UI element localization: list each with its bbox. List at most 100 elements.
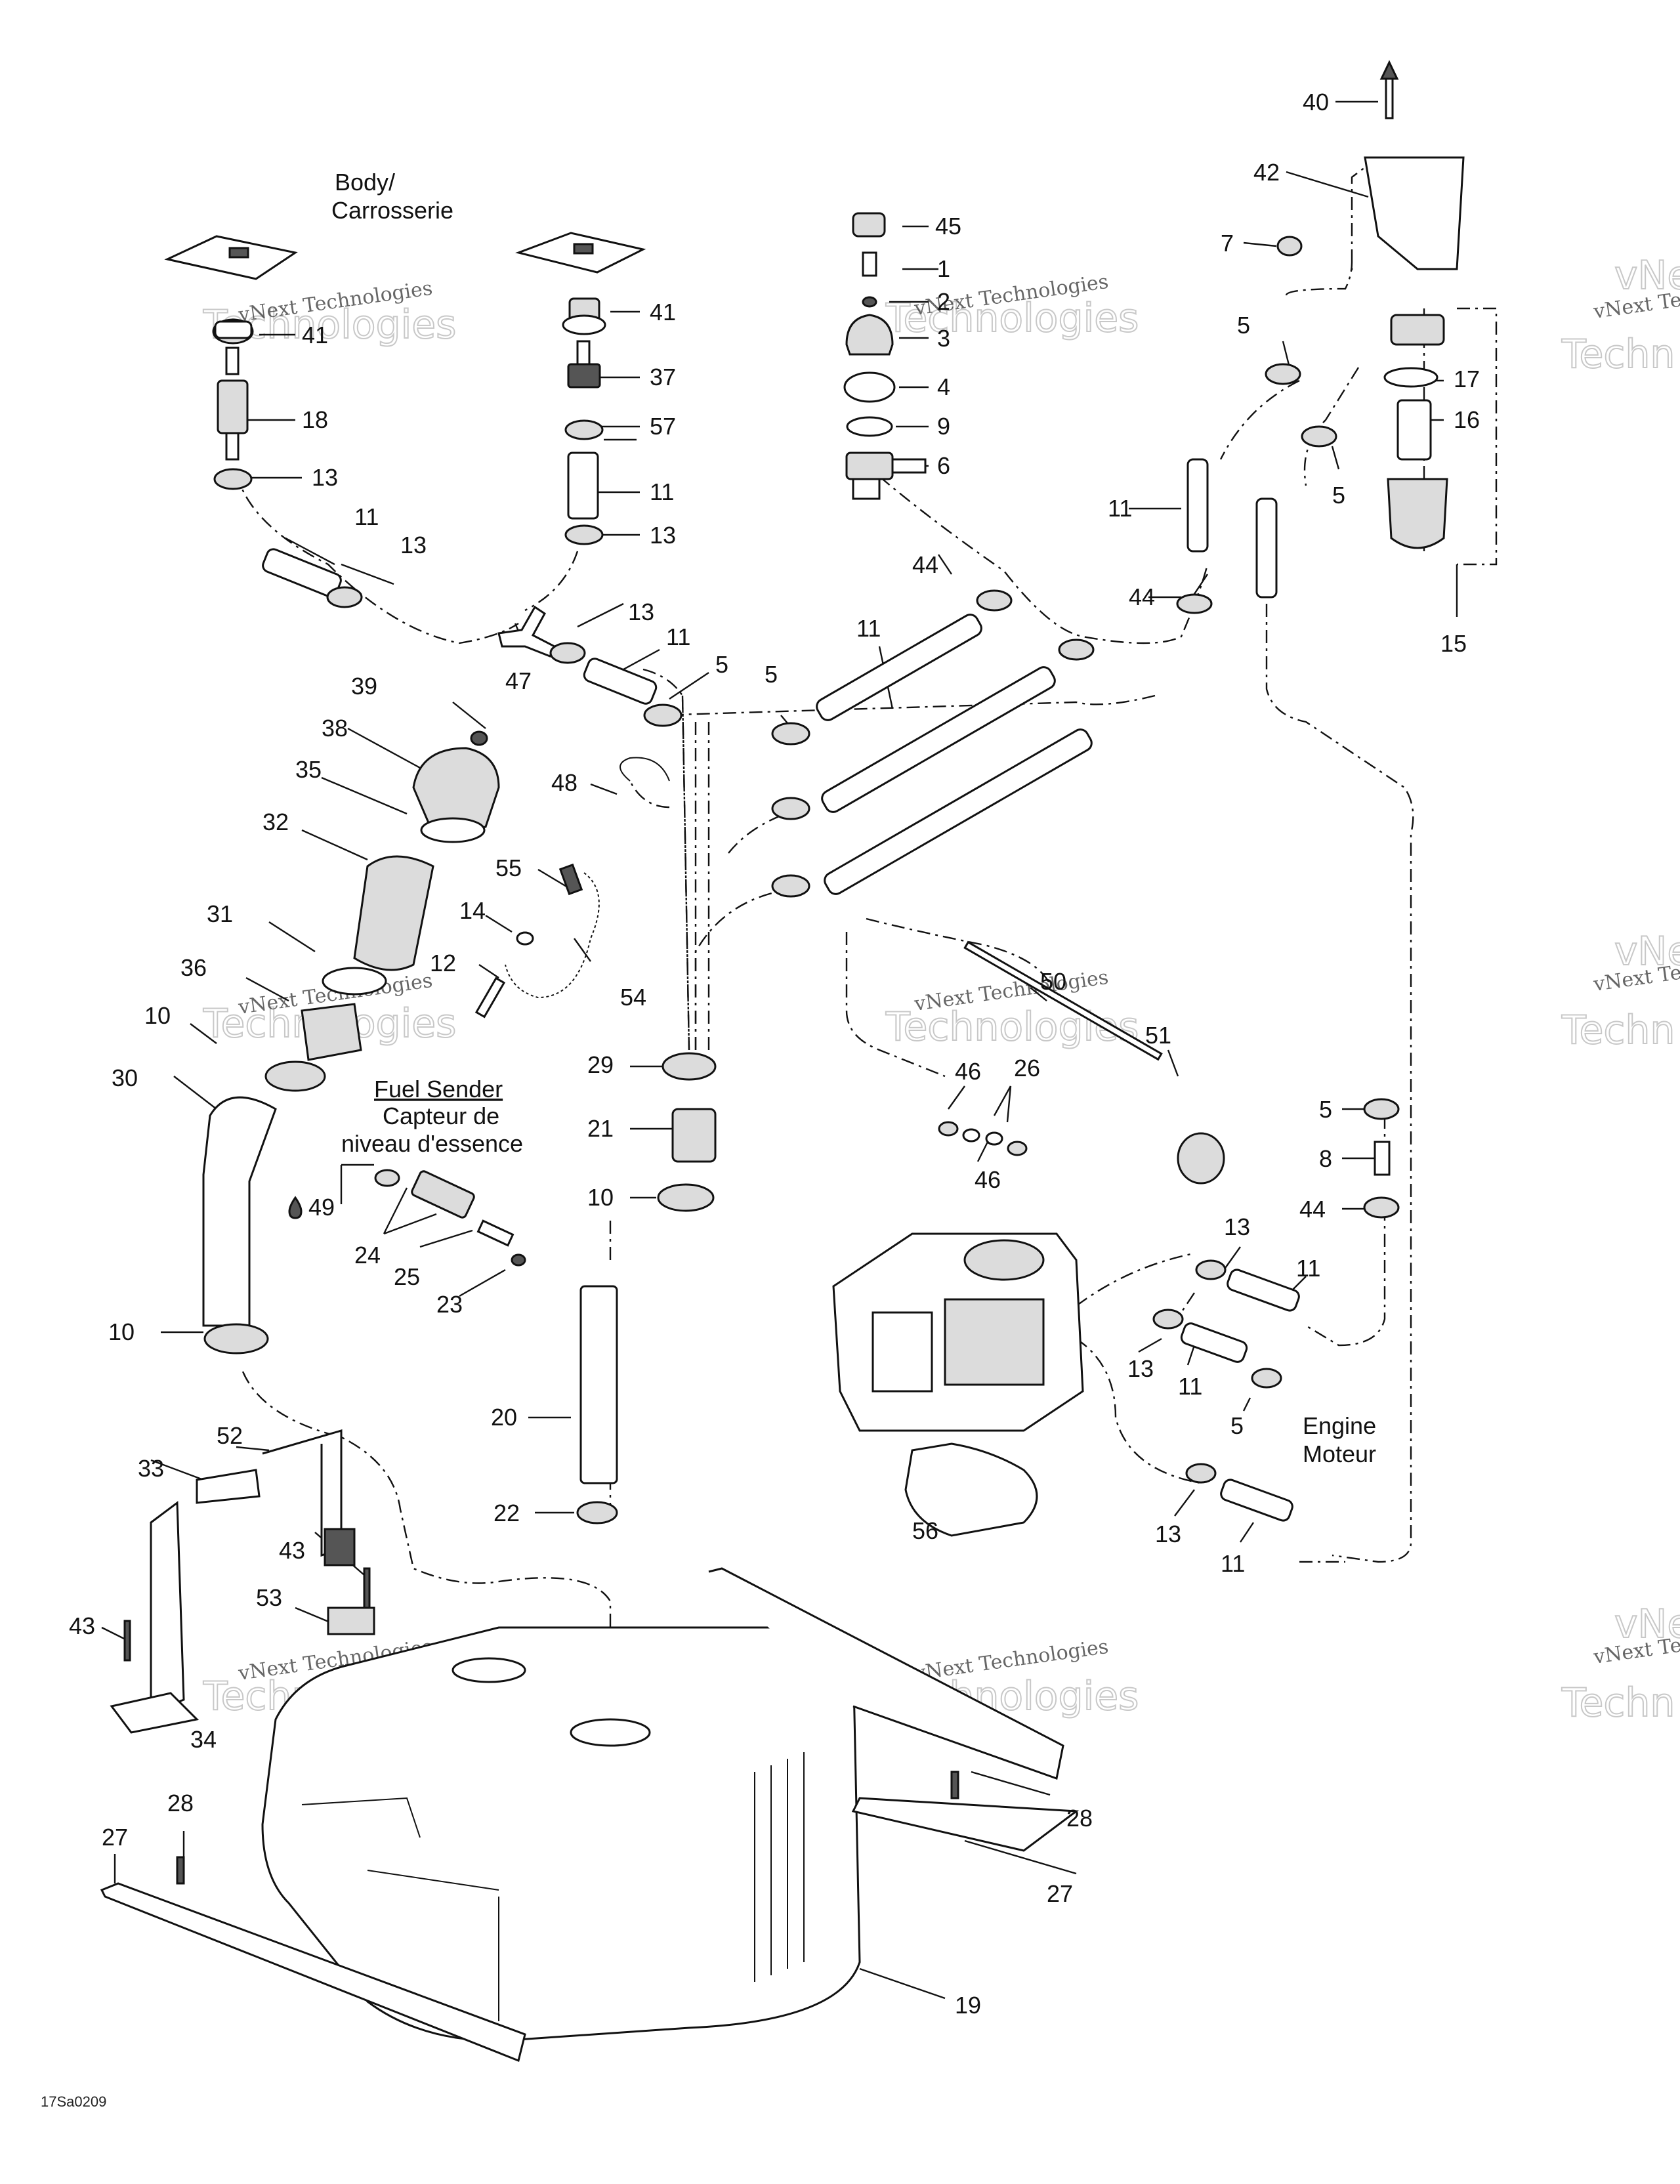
callout-21: 21 xyxy=(587,1115,614,1142)
part-27-rail-lower xyxy=(851,1797,1080,1852)
part-12-pin xyxy=(474,976,506,1018)
part-55-screw xyxy=(558,863,583,896)
part-56-gasket xyxy=(904,1442,1038,1537)
part-35-gasket xyxy=(420,817,486,843)
watermark-outline: Techn xyxy=(1561,1680,1675,1726)
callout-52: 52 xyxy=(217,1422,243,1449)
callout-35: 35 xyxy=(295,756,322,783)
part-18-fuel-filter xyxy=(217,346,249,461)
callout-8: 8 xyxy=(1319,1145,1332,1172)
callout-46: 46 xyxy=(975,1166,1001,1193)
callout-9: 9 xyxy=(937,413,950,440)
callout-13: 13 xyxy=(1155,1521,1181,1547)
part-25-terminal xyxy=(476,1219,514,1247)
clamp-13 xyxy=(326,586,363,608)
callout-46: 46 xyxy=(955,1058,981,1085)
clamp-5 xyxy=(1363,1098,1400,1120)
part-43-bolt xyxy=(363,1567,371,1609)
label-body: Body/ xyxy=(335,169,395,196)
part-27-rail-upper xyxy=(708,1567,1064,1780)
clamp-44 xyxy=(1363,1196,1400,1219)
part-8-fitting xyxy=(1374,1141,1391,1176)
clamp-10 xyxy=(203,1323,269,1354)
callout-45: 45 xyxy=(935,213,961,240)
clamp-5 xyxy=(1265,363,1301,385)
callout-14: 14 xyxy=(459,897,486,924)
callouts: 40 42 7 45 1 2 3 4 9 6 41 41 37 57 18 13… xyxy=(69,89,1480,2019)
callout-38: 38 xyxy=(322,715,348,742)
part-22-grommet xyxy=(576,1501,618,1524)
callout-5: 5 xyxy=(1230,1412,1244,1439)
clamp-13 xyxy=(1185,1463,1217,1484)
part-20-fuel-sender xyxy=(579,1285,618,1484)
hose-11 xyxy=(1220,1479,1293,1522)
callout-5: 5 xyxy=(1237,312,1250,339)
part-41-left xyxy=(212,318,254,345)
clamp-5 xyxy=(771,722,810,746)
callout-32: 32 xyxy=(262,808,289,835)
part-42-bracket xyxy=(1364,156,1465,270)
callout-47: 47 xyxy=(505,667,532,694)
callout-33: 33 xyxy=(138,1455,164,1482)
watermark-outline: Techn xyxy=(1561,331,1675,377)
callout-51: 51 xyxy=(1145,1022,1171,1049)
hose-11 xyxy=(816,614,982,721)
part-46-nut xyxy=(1007,1141,1028,1156)
callout-40: 40 xyxy=(1303,89,1329,116)
hose-11 xyxy=(1186,458,1209,553)
clamp-5 xyxy=(771,874,810,898)
callout-11: 11 xyxy=(856,615,881,642)
part-40-bolt xyxy=(1385,74,1394,119)
part-50-choke-cable xyxy=(963,940,1163,1061)
callout-34: 34 xyxy=(190,1726,217,1753)
part-26-washer xyxy=(985,1131,1003,1146)
watermark-outline: Technologies xyxy=(885,1004,1139,1050)
callout-57: 57 xyxy=(650,413,676,440)
callout-27: 27 xyxy=(1047,1880,1073,1907)
label-carrosserie: Carrosserie xyxy=(331,197,453,224)
callout-24: 24 xyxy=(354,1242,381,1269)
clamp-13 xyxy=(213,468,253,490)
callout-19: 19 xyxy=(955,1992,981,2019)
part-14-washer xyxy=(516,931,534,946)
drop-icon xyxy=(288,1196,303,1219)
part-36-nut xyxy=(301,1003,362,1061)
clamp-13 xyxy=(1152,1309,1184,1330)
callout-36: 36 xyxy=(180,954,207,981)
label-niveau: niveau d'essence xyxy=(341,1130,523,1157)
callout-20: 20 xyxy=(491,1404,517,1431)
callout-5: 5 xyxy=(715,651,728,678)
part-46-nut xyxy=(938,1121,959,1137)
callout-49: 49 xyxy=(308,1194,335,1221)
callout-5: 5 xyxy=(765,661,778,688)
callout-29: 29 xyxy=(587,1051,614,1078)
clamp-10 xyxy=(657,1183,715,1212)
hose-11 xyxy=(1180,1322,1248,1363)
callout-13: 13 xyxy=(1224,1213,1250,1240)
clamp-29 xyxy=(662,1052,717,1081)
callout-56: 56 xyxy=(912,1517,938,1544)
label-capteur: Capteur de xyxy=(383,1102,499,1129)
callout-53: 53 xyxy=(256,1584,282,1611)
callout-28: 28 xyxy=(1066,1805,1093,1832)
callout-25: 25 xyxy=(394,1263,420,1290)
callout-13: 13 xyxy=(1127,1355,1154,1382)
carburetor xyxy=(832,1232,1084,1432)
label-engine: Engine xyxy=(1303,1412,1376,1439)
clamp-5 xyxy=(643,704,682,727)
body-pad-left xyxy=(164,235,298,280)
callout-41: 41 xyxy=(650,299,676,326)
section-labels: Body/ Carrosserie Fuel Sender Capteur de… xyxy=(41,169,1376,2110)
part-1-screw xyxy=(862,251,877,277)
callout-55: 55 xyxy=(495,854,522,881)
clamp-44 xyxy=(1058,639,1095,661)
callout-11: 11 xyxy=(1221,1550,1245,1577)
callout-50: 50 xyxy=(1040,968,1066,995)
hose-11 xyxy=(821,666,1056,813)
callout-43: 43 xyxy=(69,1612,95,1639)
drawing-reference: 17Sa0209 xyxy=(41,2093,106,2110)
callout-13: 13 xyxy=(650,522,676,549)
part-30-filler-hose xyxy=(202,1096,277,1327)
clamp-13 xyxy=(549,642,586,664)
callout-11: 11 xyxy=(1296,1255,1320,1282)
